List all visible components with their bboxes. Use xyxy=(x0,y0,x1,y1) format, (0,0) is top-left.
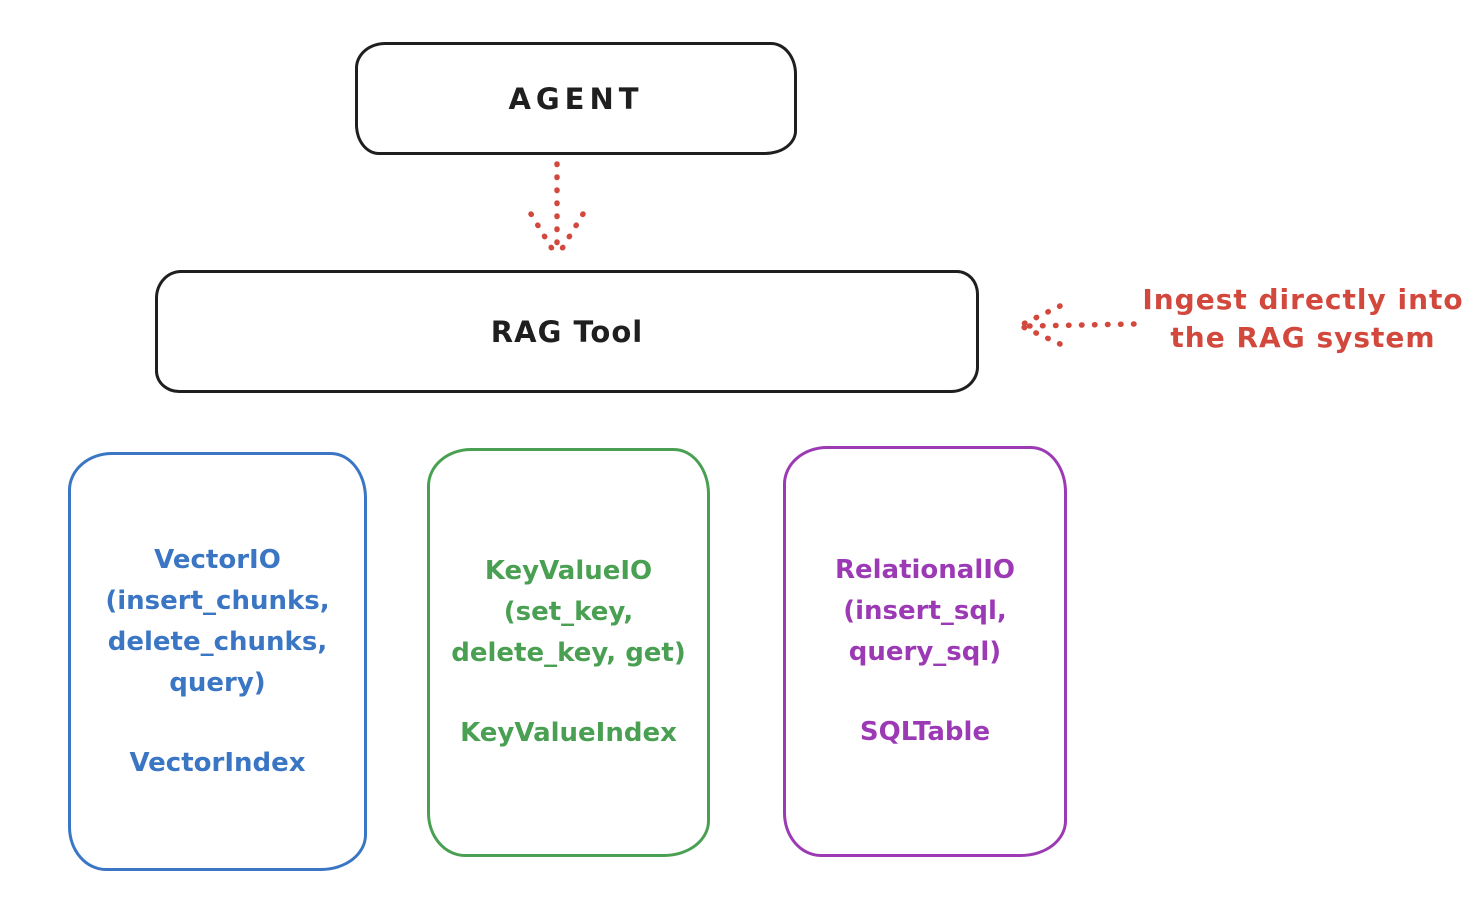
rag-tool-label: RAG Tool xyxy=(490,314,644,349)
keyvalue-io-node: KeyValueIO (set_key, delete_key, get) Ke… xyxy=(427,448,710,857)
rag-tool-node: RAG Tool xyxy=(155,270,979,393)
relational-io-line: query_sql) xyxy=(848,637,1002,667)
ingest-annotation-line1: Ingest directly into xyxy=(1142,283,1464,316)
vector-io-line: delete_chunks, xyxy=(107,626,328,657)
relational-io-node: RelationalIO (insert_sql, query_sql) SQL… xyxy=(783,446,1067,857)
agent-label: AGENT xyxy=(508,81,644,116)
agent-node: AGENT xyxy=(355,42,797,155)
keyvalue-io-line: delete_key, get) xyxy=(451,638,686,668)
vector-io-node: VectorIO (insert_chunks, delete_chunks, … xyxy=(68,452,367,871)
vector-io-line: query) xyxy=(169,667,266,698)
vector-io-line: (insert_chunks, xyxy=(105,585,330,616)
keyvalue-io-line: KeyValueIO xyxy=(484,556,653,586)
sqltable-label: SQLTable xyxy=(859,717,991,747)
relational-io-line: RelationalIO xyxy=(834,555,1016,585)
relational-io-line: (insert_sql, xyxy=(843,596,1007,626)
arrow-agent-to-ragtool-icon xyxy=(528,161,586,255)
ingest-annotation-line2: the RAG system xyxy=(1170,321,1436,354)
vector-io-line: VectorIO xyxy=(154,544,281,575)
keyvalue-io-line: (set_key, xyxy=(503,597,634,627)
vector-index-label: VectorIndex xyxy=(129,747,306,778)
ingest-annotation: Ingest directly into the RAG system xyxy=(1133,281,1473,357)
ingest-arrow-icon xyxy=(1018,303,1137,347)
keyvalue-index-label: KeyValueIndex xyxy=(460,718,677,748)
